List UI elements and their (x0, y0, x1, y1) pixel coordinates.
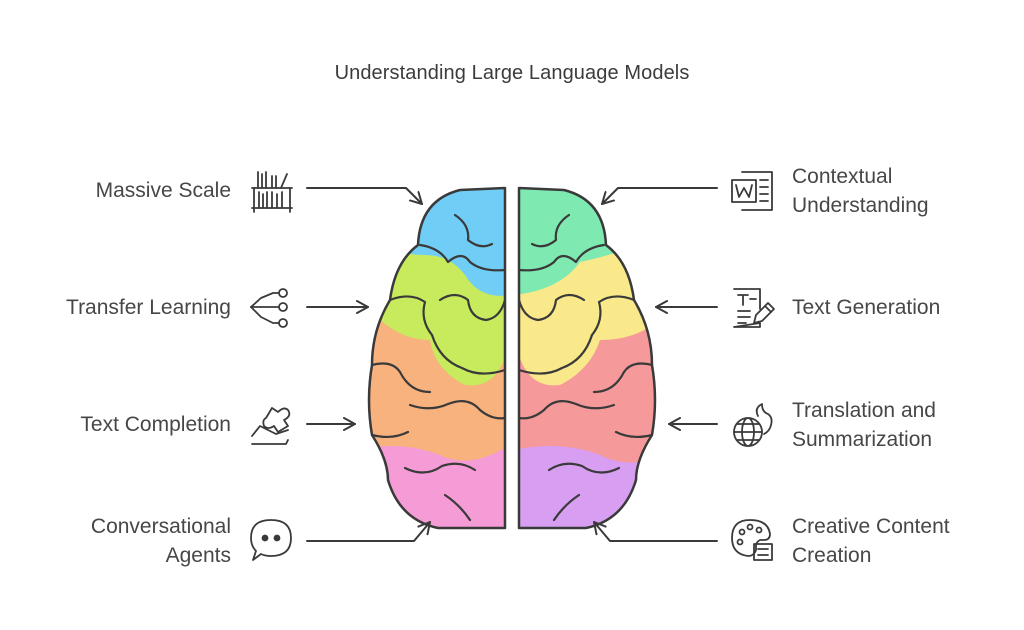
label-contextual-understanding: Contextual Understanding (792, 165, 929, 217)
palette-list-icon (731, 519, 773, 561)
text-document-pen-icon (733, 288, 775, 328)
puzzle-hand-icon (251, 407, 291, 445)
arrow-conversational-agents (306, 521, 431, 542)
share-network-icon (250, 288, 288, 328)
left-hemisphere (367, 186, 507, 530)
word-document-icon (731, 171, 773, 211)
label-creative-content-creation: Creative Content Creation (792, 515, 950, 567)
label-text-generation: Text Generation (792, 296, 941, 319)
label-transfer-learning: Transfer Learning (66, 296, 231, 319)
arrow-creative-content (593, 521, 718, 542)
label-conversational-agents: Conversational Agents (90, 515, 231, 567)
diagram-title: Understanding Large Language Models (334, 62, 690, 84)
chat-bubble-icon (250, 519, 292, 561)
arrow-massive-scale (306, 187, 423, 205)
arrow-contextual-understanding (601, 187, 718, 205)
connector-arrows (306, 187, 718, 542)
bookshelf-icon (251, 171, 293, 213)
label-massive-scale: Massive Scale (95, 179, 231, 202)
label-text-completion: Text Completion (80, 413, 231, 436)
label-translation-summarization: Translation and Summarization (792, 399, 936, 451)
globe-flame-icon (733, 403, 773, 447)
right-hemisphere (517, 186, 657, 530)
